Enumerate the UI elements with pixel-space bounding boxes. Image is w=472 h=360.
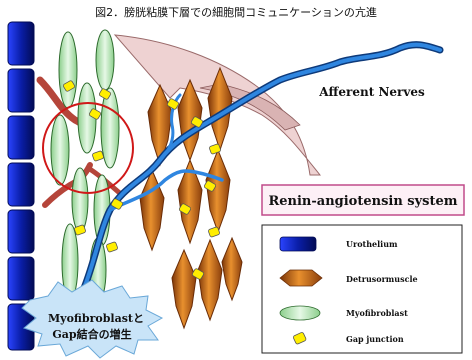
myofibroblast-cell [51, 115, 69, 185]
starburst-line2: Gap結合の増生 [52, 327, 131, 341]
myofibroblast-cell [59, 32, 77, 108]
detrusor-muscle-cell [222, 238, 242, 300]
gap-junction [106, 242, 118, 253]
urothelium-cell [8, 22, 34, 65]
figure-title: 図2．膀胱粘膜下層での細胞間コミュニケーションの亢進 [95, 5, 377, 19]
urothelium-cell [8, 69, 34, 112]
detrusor-muscle-cell [172, 250, 196, 328]
myofibroblast-group [51, 30, 119, 302]
ras-label: Renin-angiotensin system [268, 194, 457, 209]
legend-swatch-myofibroblast [280, 306, 320, 320]
detrusor-muscle-cell [206, 150, 230, 232]
urothelium-cell [8, 210, 34, 253]
urothelium-cell [8, 257, 34, 300]
urothelium-cell [8, 116, 34, 159]
gap-junction [208, 227, 220, 238]
legend-label-myofibroblast: Myofibroblast [346, 308, 408, 318]
myofibroblast-cell [72, 168, 88, 232]
legend-label-detrusor: Detrusormuscle [346, 274, 418, 284]
legend-label-gap-junction: Gap junction [346, 334, 404, 344]
legend-swatch-urothelium [280, 237, 316, 251]
urothelium-cell [8, 163, 34, 206]
starburst-line1: Myofibroblastと [48, 312, 144, 325]
gap-junction [92, 151, 104, 162]
detrusor-muscle-cell [198, 240, 222, 320]
legend-label-urothelium: Urothelium [346, 239, 398, 249]
afferent-nerves-label: Afferent Nerves [318, 85, 425, 99]
myofibroblast-cell [96, 30, 114, 90]
